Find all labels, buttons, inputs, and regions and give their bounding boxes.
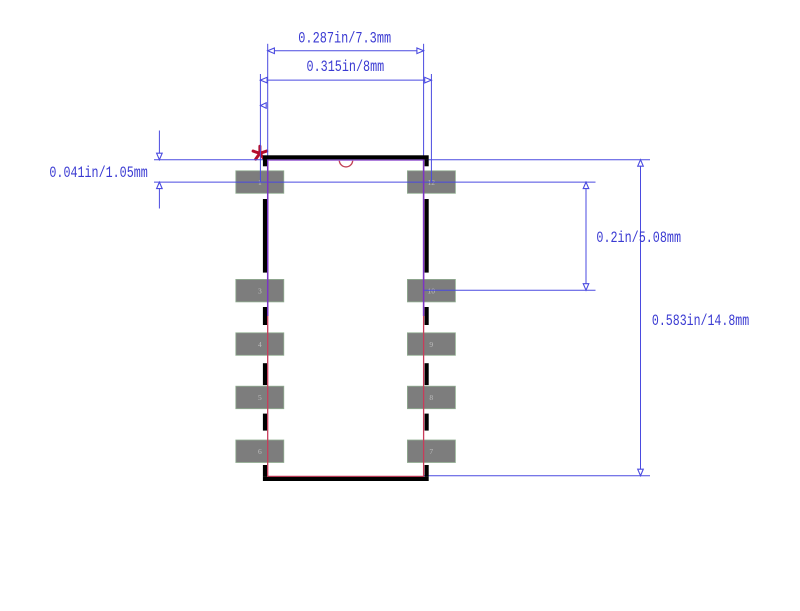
- svg-text:0.287in/7.3mm: 0.287in/7.3mm: [298, 30, 391, 48]
- svg-text:0.2in/5.08mm: 0.2in/5.08mm: [596, 229, 681, 247]
- svg-text:6: 6: [258, 447, 262, 456]
- svg-text:9: 9: [429, 340, 433, 349]
- svg-text:4: 4: [258, 340, 262, 349]
- svg-text:0.315in/8mm: 0.315in/8mm: [307, 58, 385, 76]
- svg-text:0.583in/14.8mm: 0.583in/14.8mm: [652, 312, 749, 330]
- svg-text:5: 5: [258, 393, 262, 402]
- svg-text:10: 10: [428, 286, 436, 295]
- svg-text:8: 8: [429, 393, 433, 402]
- svg-text:7: 7: [429, 447, 433, 456]
- svg-text:0.041in/1.05mm: 0.041in/1.05mm: [49, 164, 147, 182]
- svg-text:3: 3: [258, 286, 262, 295]
